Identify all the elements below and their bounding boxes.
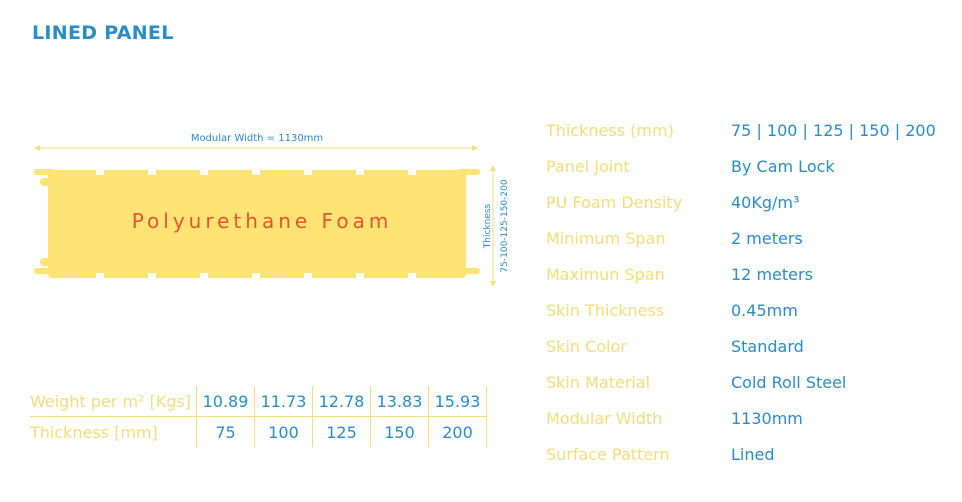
spec-value: 1130mm — [731, 408, 803, 428]
spec-label: Skin Material — [546, 372, 651, 392]
thickness-label: Thickness — [483, 203, 493, 249]
spec-row: PU Foam Density 40Kg/m³ — [546, 184, 936, 220]
spec-value: 2 meters — [731, 228, 803, 248]
page-title: LINED PANEL — [32, 22, 174, 44]
spec-row: Skin Thickness 0.45mm — [546, 292, 936, 328]
table-row: Thickness [mm] 75 100 125 150 200 — [30, 416, 487, 447]
table-cell: 75 — [196, 416, 255, 447]
spec-label: Maximun Span — [546, 264, 665, 284]
table-row: Weight per m² [Kgs] 10.89 11.73 12.78 13… — [30, 386, 487, 417]
foam-label: Polyurethane Foam — [132, 209, 393, 233]
table-cell: 15.93 — [428, 386, 487, 417]
thickness-values: 75-100-125-150-200 — [500, 179, 510, 272]
table-cell: 11.73 — [254, 386, 313, 417]
spec-value: 12 meters — [731, 264, 813, 284]
modular-width-label: Modular Width = 1130mm — [191, 133, 323, 144]
spec-list: Thickness (mm) 75 | 100 | 125 | 150 | 20… — [546, 112, 936, 472]
spec-row: Panel Joint By Cam Lock — [546, 148, 936, 184]
spec-row: Surface Pattern Lined — [546, 436, 936, 472]
spec-row: Skin Color Standard — [546, 328, 936, 364]
spec-value: Cold Roll Steel — [731, 372, 847, 392]
spec-label: Thickness (mm) — [546, 120, 674, 140]
spec-value: 75 | 100 | 125 | 150 | 200 — [731, 120, 936, 140]
table-cell: 150 — [370, 416, 429, 447]
table-cell: 100 — [254, 416, 313, 447]
table-cell: 125 — [312, 416, 371, 447]
spec-label: Panel Joint — [546, 156, 630, 176]
spec-label: Modular Width — [546, 408, 663, 428]
spec-row: Minimum Span 2 meters — [546, 220, 936, 256]
spec-label: Surface Pattern — [546, 444, 670, 464]
panel-body — [34, 169, 480, 278]
spec-label: Skin Thickness — [546, 300, 665, 320]
thickness-dimension — [490, 165, 496, 287]
spec-row: Maximun Span 12 meters — [546, 256, 936, 292]
row-label: Weight per m² [Kgs] — [30, 386, 197, 417]
spec-value: Standard — [731, 336, 804, 356]
table-cell: 10.89 — [196, 386, 255, 417]
spec-label: Skin Color — [546, 336, 627, 356]
spec-value: 0.45mm — [731, 300, 798, 320]
spec-row: Skin Material Cold Roll Steel — [546, 364, 936, 400]
spec-label: PU Foam Density — [546, 192, 683, 212]
table-cell: 200 — [428, 416, 487, 447]
spec-row: Thickness (mm) 75 | 100 | 125 | 150 | 20… — [546, 112, 936, 148]
spec-value: 40Kg/m³ — [731, 192, 800, 212]
spec-value: Lined — [731, 444, 775, 464]
spec-value: By Cam Lock — [731, 156, 835, 176]
modular-width-dimension — [34, 145, 478, 151]
row-label: Thickness [mm] — [30, 422, 158, 442]
table-cell: 13.83 — [370, 386, 429, 417]
spec-row: Modular Width 1130mm — [546, 400, 936, 436]
table-cell: 12.78 — [312, 386, 371, 417]
spec-label: Minimum Span — [546, 228, 666, 248]
weight-table: Weight per m² [Kgs] 10.89 11.73 12.78 13… — [30, 386, 487, 447]
